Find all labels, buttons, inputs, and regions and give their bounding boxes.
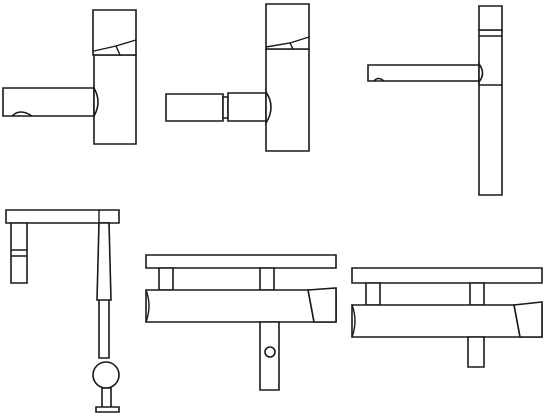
spout-bar	[146, 255, 336, 268]
lever-bevel	[514, 305, 520, 337]
spout-bar	[352, 268, 542, 283]
handle-bevel	[94, 40, 136, 55]
top-cap	[266, 4, 309, 49]
body-edge	[146, 290, 149, 322]
wall-connector	[366, 283, 380, 305]
body-edge	[352, 305, 355, 337]
mixer-body	[352, 305, 542, 337]
cap-bevel	[266, 37, 309, 49]
wall-connector	[470, 283, 484, 305]
base-plate	[96, 407, 119, 412]
lower-stub	[468, 337, 484, 367]
spout-collar	[479, 64, 483, 82]
lever-handle	[93, 10, 136, 55]
aerator	[12, 112, 32, 116]
side-lever	[166, 94, 223, 121]
top-lever	[479, 6, 502, 30]
spray-head	[11, 223, 27, 283]
spout-arm	[6, 210, 119, 223]
diverter-knob	[265, 347, 275, 357]
column-taper	[97, 223, 111, 300]
aerator	[374, 79, 384, 82]
lever-bevel	[308, 290, 314, 322]
spout-collar	[94, 88, 98, 116]
spout	[3, 88, 94, 116]
lever-collar	[266, 92, 271, 123]
